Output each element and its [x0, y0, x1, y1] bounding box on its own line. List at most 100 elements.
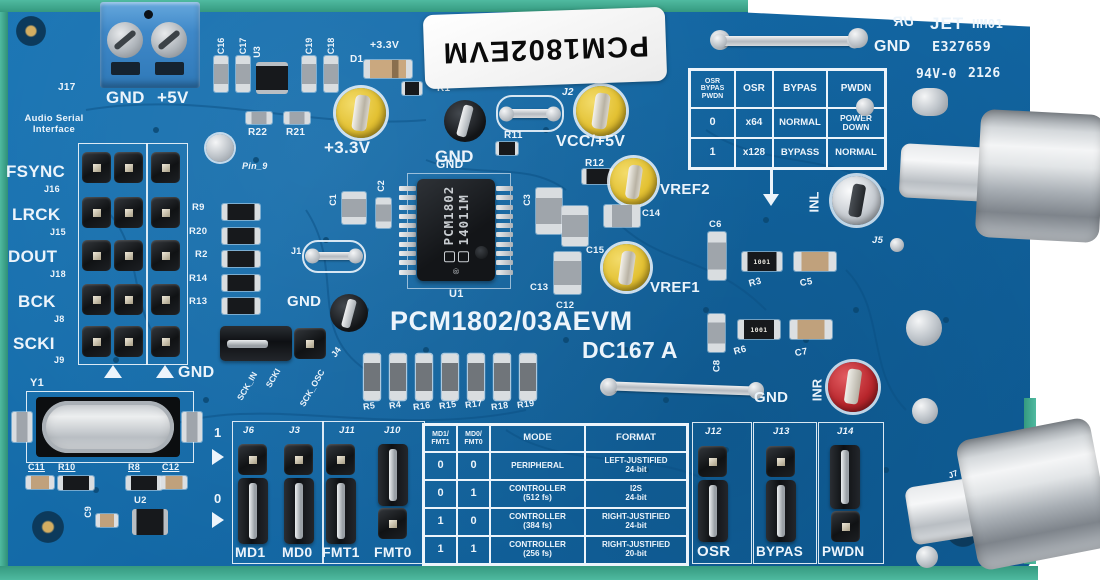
ref-r4: R4	[388, 399, 402, 411]
resistor-r3: 1001	[742, 252, 782, 271]
mounting-hole-bottom-left	[32, 511, 64, 543]
resistor-r2	[222, 251, 260, 267]
resistor-r22-body	[246, 112, 272, 124]
gnd-top-label: GND	[435, 147, 474, 166]
signal-label-lrck: LRCK	[12, 205, 61, 224]
jumper-bypas-cap	[766, 480, 796, 542]
chip-dimple	[475, 246, 488, 259]
header-pin	[82, 152, 111, 183]
ref-j11: J11	[339, 425, 356, 436]
ref-j5: J5	[872, 235, 884, 246]
ref-c7: C7	[794, 345, 809, 360]
resistor-r13	[222, 298, 260, 314]
resistor-r17	[468, 354, 484, 400]
cell: 1	[424, 508, 457, 536]
resistor-r11	[496, 142, 518, 155]
header-row-fsync	[82, 152, 180, 183]
header-pin	[114, 326, 143, 357]
date-code: 2126	[968, 66, 1001, 81]
chip-reg-symbol: ®	[451, 268, 461, 275]
header-pin	[151, 284, 180, 315]
ctrl-jumper-outline-osr	[692, 422, 752, 564]
mode-format-table: MD1/ FMT1 MD0/ FMT0 MODE FORMAT 0 0 PERI…	[422, 423, 689, 566]
ref-c6: C6	[709, 219, 722, 230]
jumper-label-fmt0: FMT0	[374, 544, 412, 560]
jumper-md1-cap	[238, 478, 268, 544]
mode-jumper-outline-md	[232, 421, 324, 564]
table-corner: OSR BYPAS PWDN	[690, 70, 735, 108]
chip-lot-code: 14011M	[456, 194, 471, 246]
resistor-r21-body	[284, 112, 310, 124]
ref-c12-xtal: C12	[162, 462, 180, 472]
jet-code: HM01	[972, 16, 1004, 31]
header-outline-right	[146, 143, 188, 365]
chip-part-number: PCM1802	[441, 185, 456, 246]
jumper-label-md1: MD1	[235, 544, 266, 560]
capacitor-c3	[536, 188, 562, 234]
ref-c13: C13	[530, 282, 549, 293]
cell: RIGHT-JUSTIFIED 20-bit	[585, 536, 687, 564]
capacitor-c12-xtal	[161, 476, 187, 489]
jumper-wire-j1-outline	[302, 240, 366, 273]
inl-label: INL	[806, 191, 822, 213]
jumper-osr-open-pin	[698, 446, 727, 477]
header-pin	[114, 284, 143, 315]
ref-j14: J14	[837, 426, 854, 437]
capacitor-vref1	[603, 244, 650, 291]
ref-j12: J12	[705, 426, 722, 437]
cell: LEFT-JUSTIFIED 24-bit	[585, 452, 687, 480]
crystal-can	[42, 401, 174, 453]
header-pin	[114, 197, 143, 228]
part-number-sticker: PCM1802EVM	[422, 6, 668, 90]
jumper-bypas-open-pin	[766, 446, 795, 477]
ref-r2: R2	[195, 249, 208, 260]
header-pin	[82, 197, 111, 228]
resistor-r16	[416, 354, 432, 400]
cell: NORMAL	[773, 108, 827, 138]
ref-c5: C5	[799, 275, 814, 290]
jumper-md0-open-pin	[284, 444, 313, 475]
cell: I2S 24-bit	[585, 480, 687, 508]
vcc-label: VCC/+5V	[556, 133, 626, 150]
capacitor-c7	[790, 320, 832, 339]
jumper-wire-j2	[505, 109, 555, 118]
background-bottom	[0, 580, 1100, 583]
ref-c1: C1	[328, 194, 338, 206]
header-gnd-label: GND	[178, 364, 215, 381]
jumper-fmt0-cap	[378, 444, 408, 506]
capacitor-c2	[376, 198, 391, 228]
cell: 0	[424, 480, 457, 508]
ref-u3: U3	[252, 46, 262, 58]
sticker-text: PCM1802EVM	[441, 28, 649, 69]
cell: 0	[424, 452, 457, 480]
state-one-arrow-icon	[212, 449, 224, 465]
ic-u2	[132, 509, 168, 535]
terminal-slot-5v	[155, 62, 184, 75]
ref-c12-mid: C12	[556, 300, 575, 311]
ref-c16: C16	[216, 37, 226, 55]
terminal-screw-5v	[151, 22, 187, 58]
power-terminal-block	[100, 2, 200, 88]
capacitor-c19	[302, 56, 316, 92]
ref-c19: C19	[304, 37, 314, 55]
resistor-r19	[520, 354, 536, 400]
solder-joint	[848, 28, 868, 48]
rca-jack-inr-barrel	[954, 416, 1100, 572]
signal-label-scki: SCKI	[13, 334, 55, 353]
pcb-edge-bottom	[0, 566, 1038, 580]
col-mode: MODE	[490, 425, 585, 452]
ref-r10: R10	[58, 462, 76, 472]
capacitor-c9	[96, 514, 118, 527]
pcb-edge-left	[0, 12, 8, 568]
cell: 1	[424, 536, 457, 564]
resistor-r1	[402, 82, 422, 95]
jet-mark: JET	[930, 14, 965, 33]
jumper-wire-j1	[311, 252, 357, 260]
crystal-ref: Y1	[30, 377, 45, 389]
gnd-mid-label: GND	[287, 293, 322, 310]
header-pin	[114, 152, 143, 183]
power-5v-label: +5V	[157, 88, 189, 107]
capacitor-c15	[562, 206, 588, 246]
jumper-label-osr: OSR	[697, 543, 731, 560]
